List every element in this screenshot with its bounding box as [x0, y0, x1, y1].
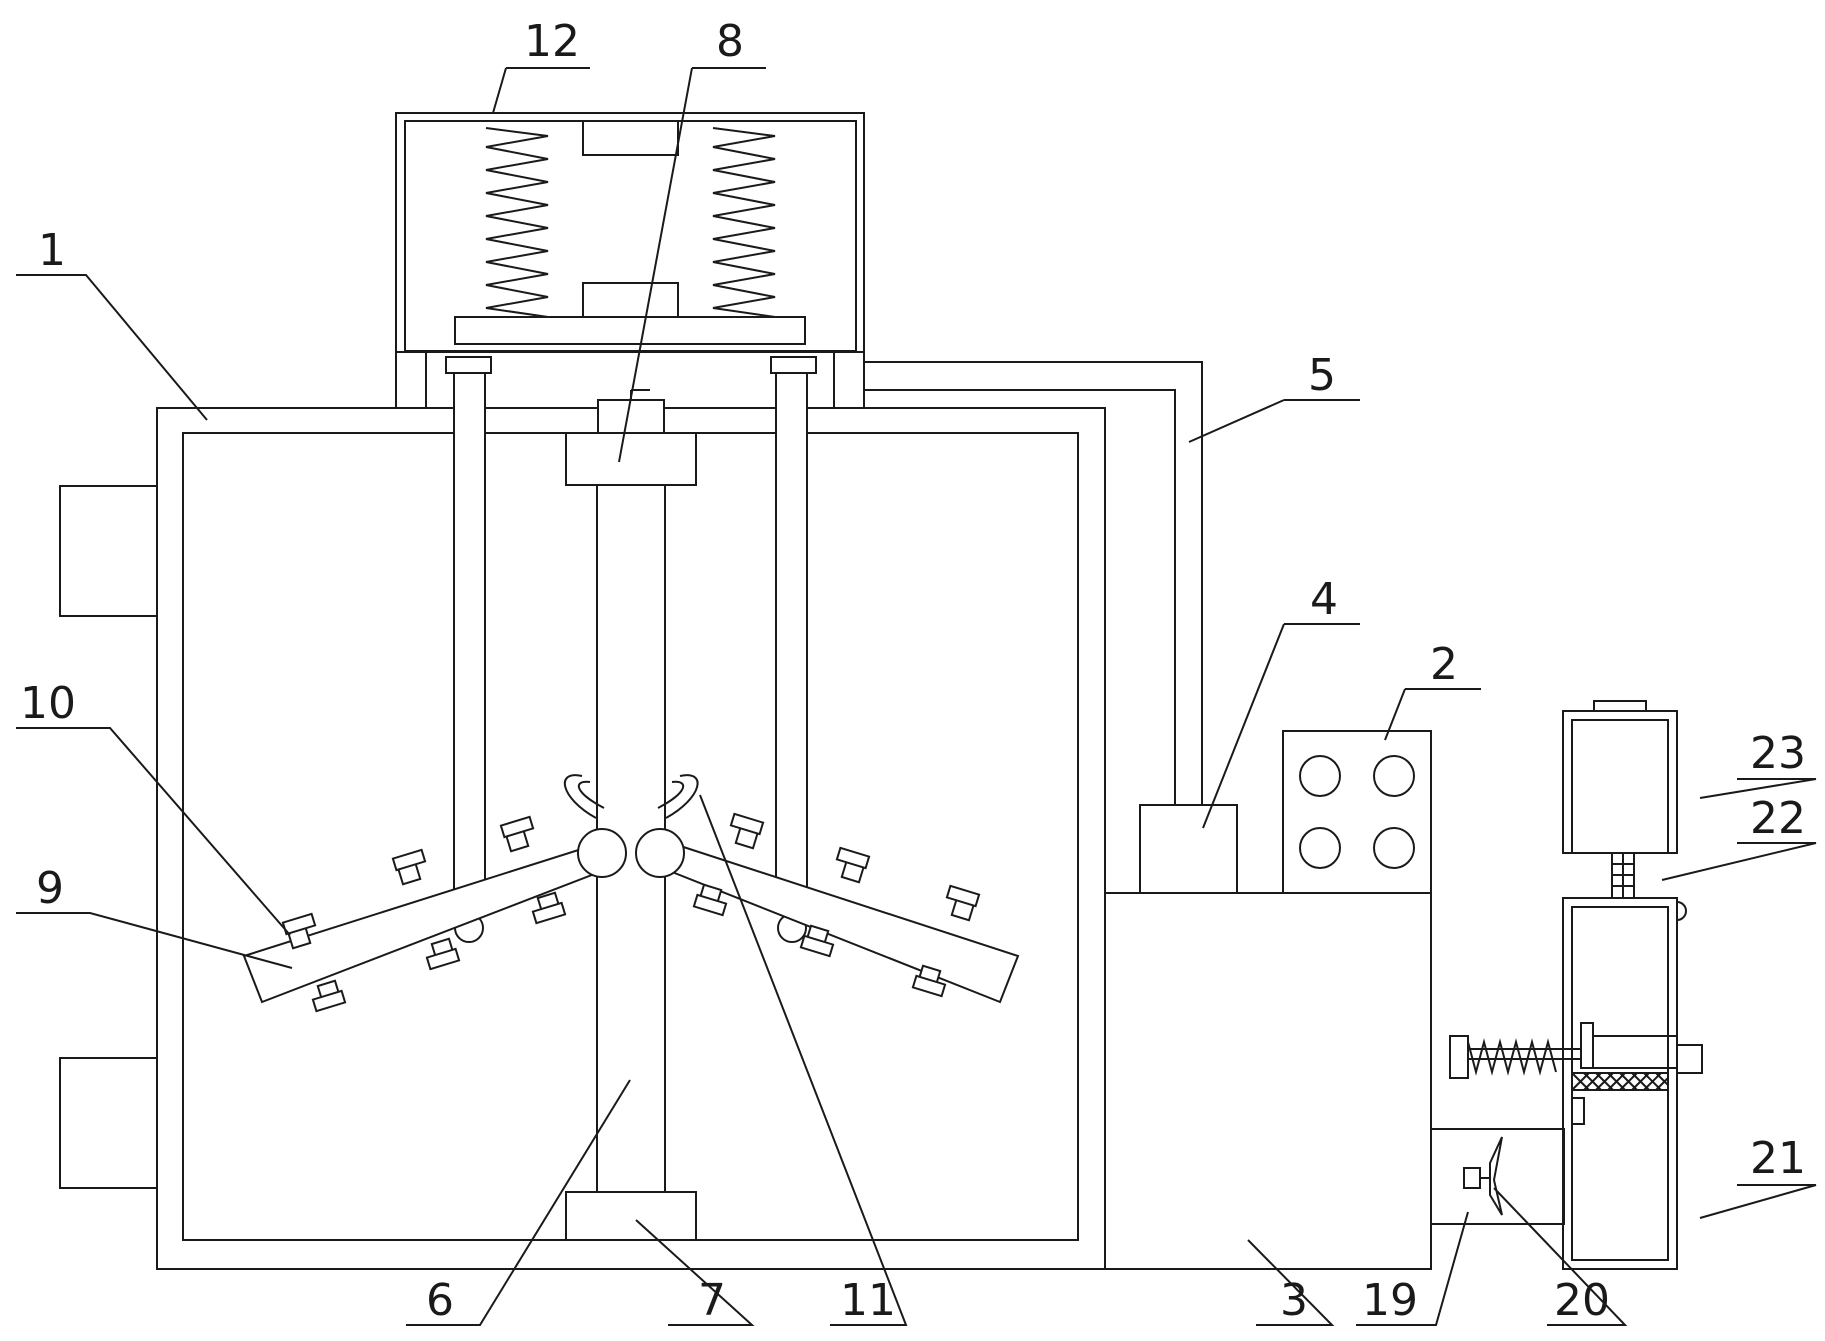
pipe: [630, 361, 1203, 805]
label-2: 2: [1430, 639, 1458, 690]
right-arm-nozzles: [692, 812, 981, 998]
label-8: 8: [716, 16, 744, 67]
left-spray-arm: [242, 815, 627, 1013]
left-brackets: [59, 485, 158, 1189]
label-6: 6: [426, 1275, 454, 1326]
label-20: 20: [1554, 1275, 1610, 1326]
top-spring-box: [395, 112, 865, 409]
label-23: 23: [1750, 728, 1806, 779]
label-21: 21: [1750, 1133, 1806, 1184]
label-7: 7: [698, 1275, 726, 1326]
label-10: 10: [20, 678, 76, 729]
part-labels: 1 12 8 5 4 2 10 9 6 7 11 3 19 20 21 22 2…: [20, 16, 1806, 1326]
label-11: 11: [840, 1275, 896, 1326]
tank-assembly: [1104, 730, 1432, 1270]
left-arm-nozzles: [281, 815, 567, 1013]
push-rods: [453, 372, 808, 943]
label-12: 12: [524, 16, 580, 67]
central-shaft-assembly: [563, 399, 699, 1241]
filter-column: [1449, 700, 1703, 1270]
label-22: 22: [1750, 793, 1806, 844]
right-spray-arm: [635, 812, 1020, 1004]
label-4: 4: [1310, 574, 1338, 625]
outlet-pipe: [1430, 1128, 1565, 1225]
label-3: 3: [1280, 1275, 1308, 1326]
label-1: 1: [38, 225, 66, 276]
label-9: 9: [36, 863, 64, 914]
label-5: 5: [1308, 350, 1336, 401]
label-19: 19: [1362, 1275, 1418, 1326]
main-housing: [156, 407, 1106, 1270]
leader-lines: [16, 67, 1817, 1326]
